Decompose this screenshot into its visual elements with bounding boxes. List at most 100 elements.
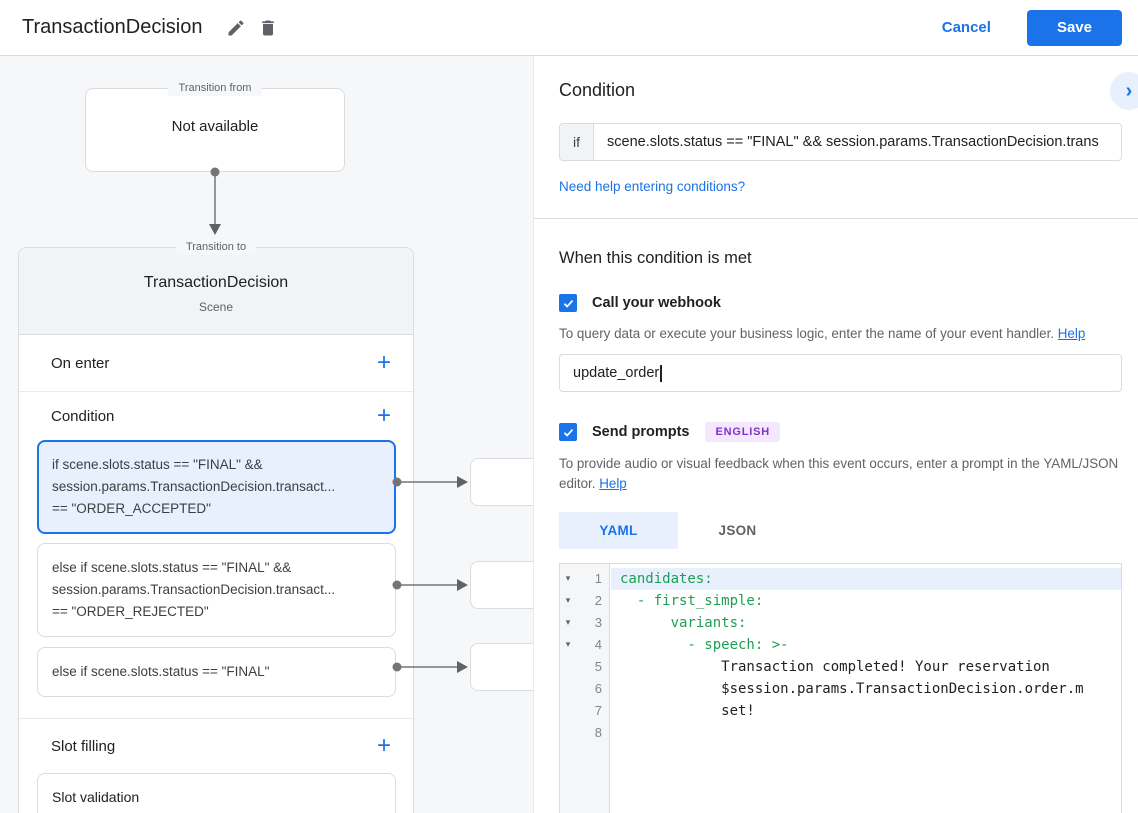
- check-icon: [563, 299, 573, 308]
- save-button[interactable]: Save: [1026, 9, 1122, 46]
- on-enter-label: On enter: [51, 354, 110, 372]
- code-text[interactable]: set!: [620, 703, 755, 719]
- condition-card-order-rejected[interactable]: else if scene.slots.status == "FINAL" &&…: [37, 543, 396, 637]
- prompts-help-link[interactable]: Help: [599, 476, 627, 491]
- line-number: 5: [594, 659, 602, 674]
- if-prefix: if: [560, 124, 594, 160]
- fold-toggle-icon[interactable]: ▾: [565, 618, 571, 628]
- editor-line[interactable]: ▾ 2 - first_simple:: [560, 590, 1121, 612]
- prompts-checkbox[interactable]: [559, 423, 577, 441]
- on-enter-section: On enter +: [19, 335, 413, 392]
- transition-target-box[interactable]: [470, 458, 533, 506]
- condition-card-final[interactable]: else if scene.slots.status == "FINAL": [37, 647, 396, 697]
- transition-target-box[interactable]: [470, 561, 533, 609]
- fold-spacer: [560, 656, 576, 678]
- editor-line[interactable]: 6 $session.params.TransactionDecision.or…: [560, 678, 1121, 700]
- scene-card: Transition to TransactionDecision Scene …: [18, 240, 414, 813]
- pencil-icon: [228, 19, 244, 35]
- code-text[interactable]: - first_simple:: [620, 593, 764, 609]
- condition-line: else if scene.slots.status == "FINAL" &&: [52, 560, 292, 575]
- plus-icon: +: [376, 402, 391, 429]
- transition-target-box[interactable]: [470, 643, 533, 691]
- webhook-toggle-row: Call your webhook: [559, 294, 1122, 312]
- collapse-panel-button[interactable]: ›: [1110, 72, 1138, 110]
- transition-to-label: Transition to: [175, 240, 257, 255]
- code-text[interactable]: [611, 722, 1121, 744]
- line-number: 8: [594, 725, 602, 740]
- line-number: 3: [594, 615, 602, 630]
- add-slot-button[interactable]: +: [373, 734, 395, 758]
- condition-line: == "ORDER_ACCEPTED": [52, 501, 211, 516]
- code-text[interactable]: - speech: >-: [620, 637, 789, 653]
- line-number: 2: [594, 593, 602, 608]
- prompts-description: To provide audio or visual feedback when…: [559, 454, 1122, 494]
- condition-card-order-accepted[interactable]: if scene.slots.status == "FINAL" && sess…: [37, 440, 396, 534]
- panel-divider: [534, 218, 1138, 219]
- condition-expression-value[interactable]: scene.slots.status == "FINAL" && session…: [607, 134, 1099, 150]
- webhook-description-text: To query data or execute your business l…: [559, 326, 1055, 341]
- yaml-editor[interactable]: ▾ 1 candidates: ▾ 2 - first_simple: ▾ 3 …: [559, 563, 1122, 813]
- code-text[interactable]: candidates:: [611, 568, 1121, 590]
- code-text[interactable]: Transaction completed! Your reservation: [620, 659, 1050, 675]
- condition-line: session.params.TransactionDecision.trans…: [52, 582, 336, 597]
- scene-diagram-canvas: Transition from Not available Transition…: [0, 56, 533, 813]
- prompts-label: Send prompts: [592, 424, 690, 440]
- editor-line[interactable]: ▾ 1 candidates:: [560, 568, 1121, 590]
- add-condition-button[interactable]: +: [373, 404, 395, 428]
- code-text[interactable]: $session.params.TransactionDecision.orde…: [620, 681, 1084, 697]
- when-condition-title: When this condition is met: [559, 249, 752, 267]
- chevron-right-icon: ›: [1125, 79, 1133, 102]
- condition-line: session.params.TransactionDecision.trans…: [52, 479, 336, 494]
- editor-line[interactable]: 8: [560, 722, 1121, 744]
- editor-line[interactable]: ▾ 3 variants:: [560, 612, 1121, 634]
- section-divider: [19, 718, 413, 719]
- plus-icon: +: [376, 732, 391, 759]
- condition-expression-field[interactable]: if scene.slots.status == "FINAL" && sess…: [559, 123, 1122, 161]
- line-number: 7: [594, 703, 602, 718]
- fold-spacer: [560, 678, 576, 700]
- webhook-label: Call your webhook: [592, 295, 721, 311]
- page-title: TransactionDecision: [22, 16, 203, 38]
- condition-actions-section: When this condition is met Call your web…: [534, 219, 1138, 813]
- panel-title: Condition: [559, 80, 636, 100]
- fold-toggle-icon[interactable]: ▾: [565, 596, 571, 606]
- cancel-button[interactable]: Cancel: [941, 19, 991, 36]
- plus-icon: +: [376, 349, 391, 376]
- trash-icon: [262, 20, 275, 35]
- tab-json[interactable]: JSON: [718, 523, 757, 538]
- condition-line: else if scene.slots.status == "FINAL": [52, 664, 270, 679]
- transition-from-box: Transition from Not available: [85, 81, 345, 172]
- scene-type: Scene: [198, 300, 234, 314]
- scene-name: TransactionDecision: [143, 274, 289, 291]
- editor-line[interactable]: 7 set!: [560, 700, 1121, 722]
- line-number: 6: [594, 681, 602, 696]
- scene-card-header: TransactionDecision Scene: [19, 248, 413, 335]
- slot-validation-card[interactable]: Slot validation: [37, 773, 396, 813]
- webhook-checkbox[interactable]: [559, 294, 577, 312]
- prompts-description-text: To provide audio or visual feedback when…: [559, 456, 1119, 491]
- tab-yaml[interactable]: YAML: [559, 512, 678, 549]
- editor-line[interactable]: ▾ 4 - speech: >-: [560, 634, 1121, 656]
- webhook-handler-value: update_order: [573, 365, 660, 381]
- code-text[interactable]: variants:: [620, 615, 747, 631]
- line-number: 4: [594, 637, 602, 652]
- delete-button[interactable]: [252, 12, 284, 44]
- fold-toggle-icon[interactable]: ▾: [565, 574, 571, 584]
- condition-header-section: Condition if scene.slots.status == "FINA…: [534, 56, 1138, 218]
- line-number: 1: [594, 571, 602, 586]
- condition-card-list: if scene.slots.status == "FINAL" && sess…: [19, 440, 413, 697]
- fold-toggle-icon[interactable]: ▾: [565, 640, 571, 650]
- condition-line: if scene.slots.status == "FINAL" &&: [52, 457, 263, 472]
- editor-gutter: [560, 564, 610, 813]
- text-cursor: [660, 364, 662, 382]
- condition-editor-panel: › Condition if scene.slots.status == "FI…: [533, 56, 1138, 813]
- prompts-toggle-row: Send prompts ENGLISH: [559, 422, 1122, 442]
- webhook-handler-input[interactable]: update_order: [559, 354, 1122, 392]
- add-on-enter-button[interactable]: +: [373, 351, 395, 375]
- webhook-help-link[interactable]: Help: [1057, 326, 1086, 341]
- editor-format-tabs: YAML JSON: [559, 512, 1122, 549]
- edit-button[interactable]: [220, 12, 252, 44]
- conditions-help-link[interactable]: Need help entering conditions?: [559, 179, 746, 194]
- condition-section: Condition +: [19, 392, 413, 440]
- editor-line[interactable]: 5 Transaction completed! Your reservatio…: [560, 656, 1121, 678]
